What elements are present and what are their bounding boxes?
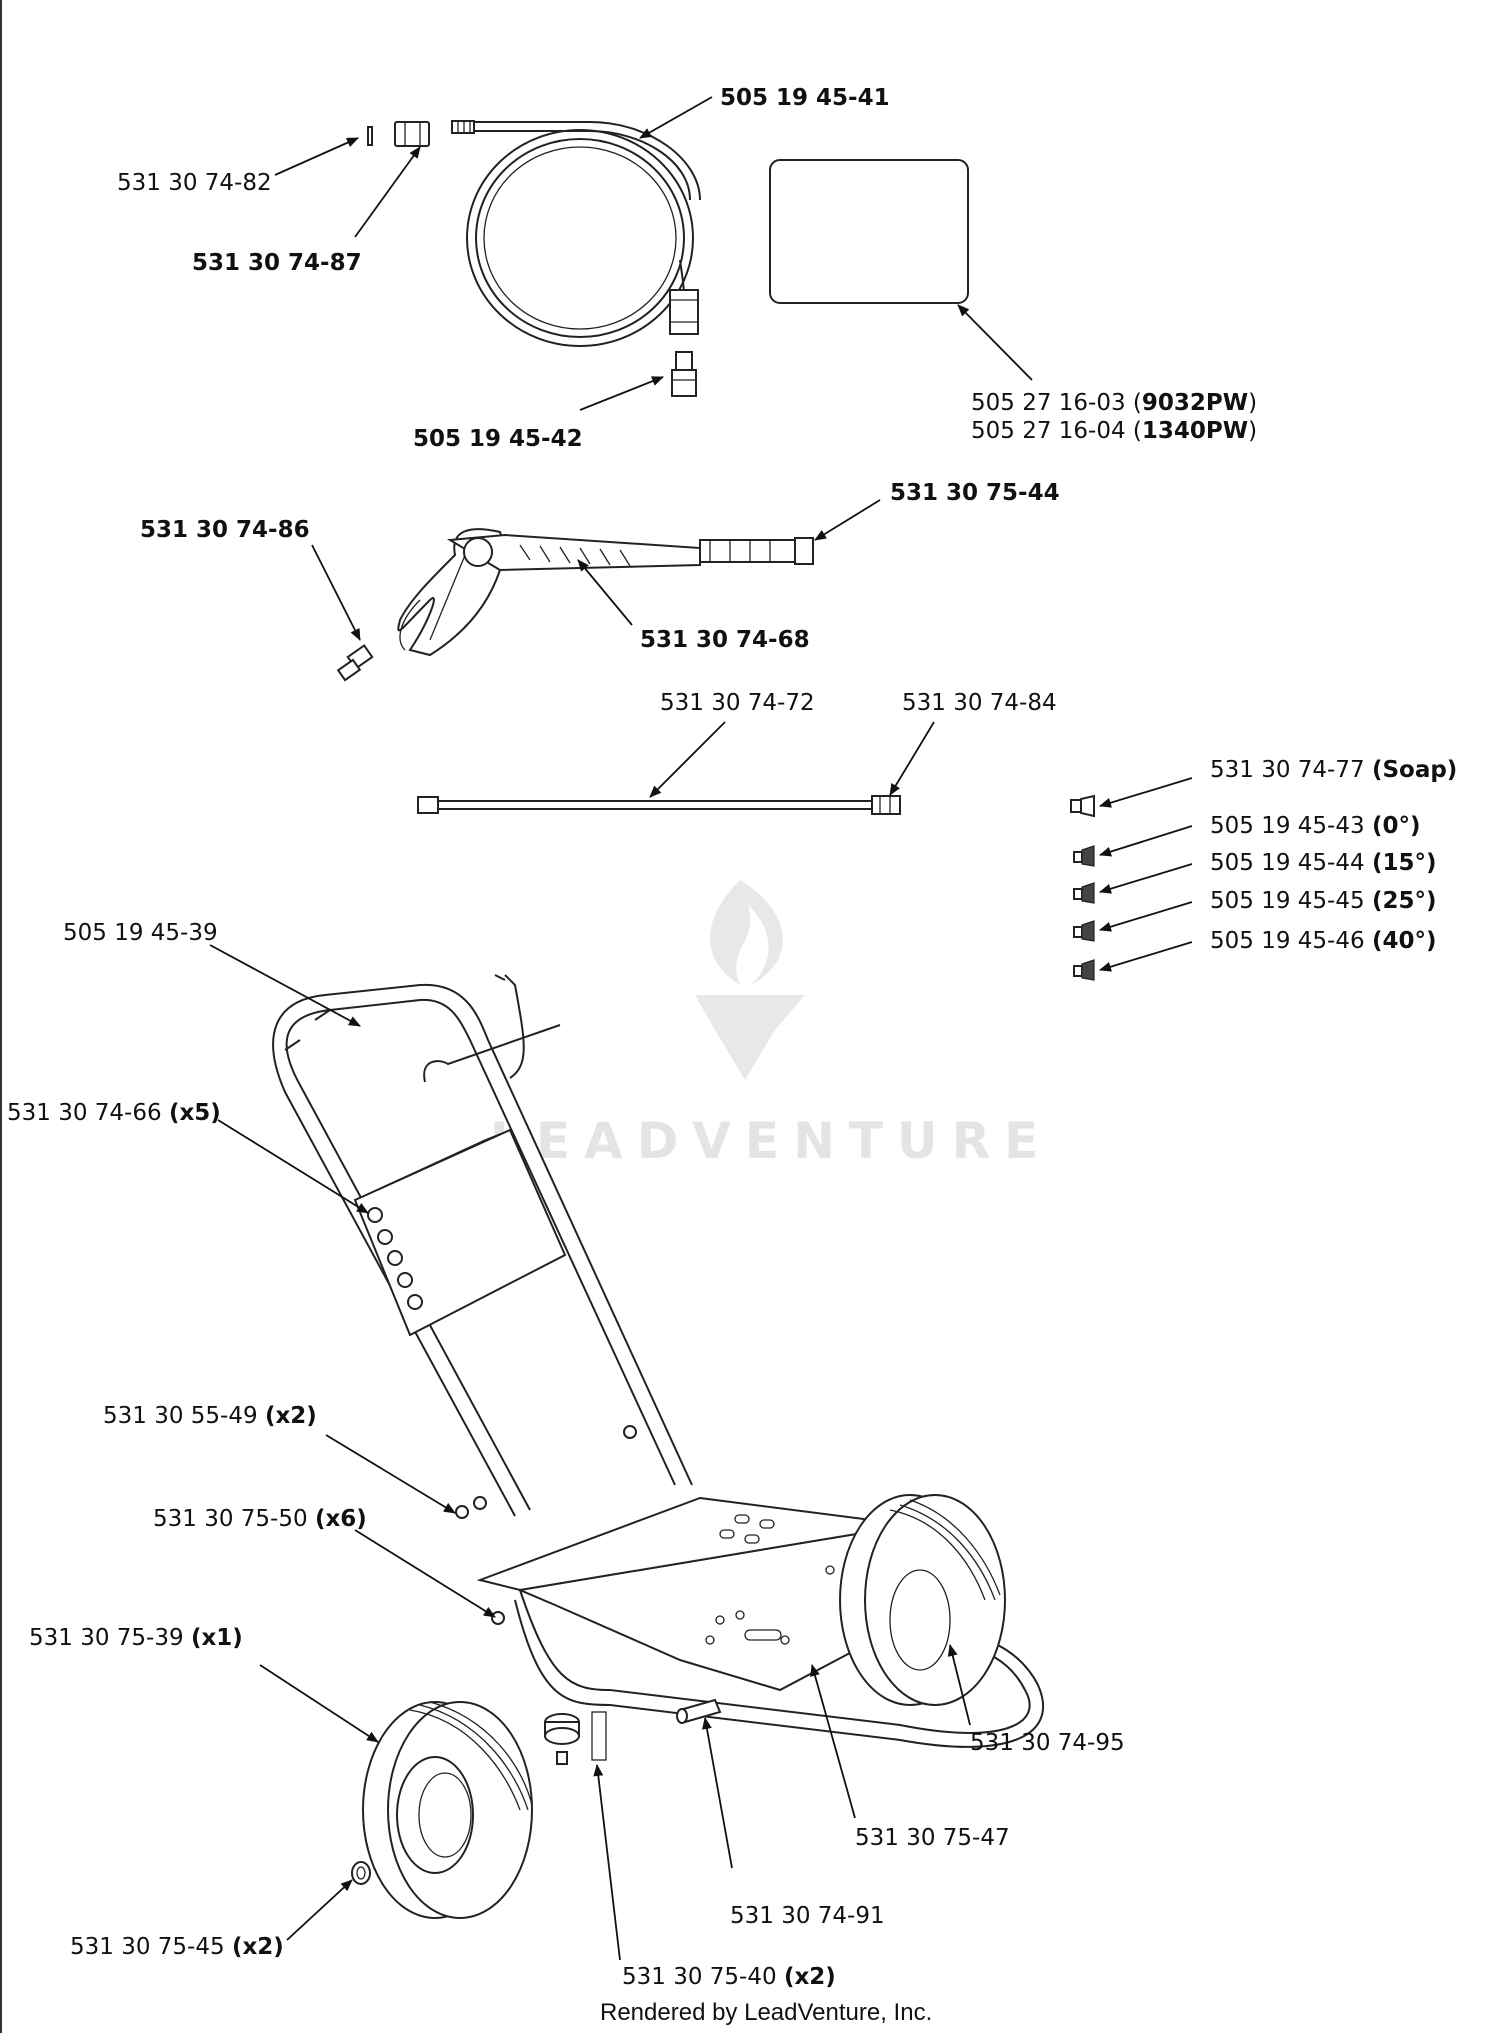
label-handle: 505 19 45-39 [63,920,218,946]
label-manual-9032: 505 27 16-03 (9032PW) [971,390,1257,416]
operator-manual [769,159,969,304]
nozzle-25-part [1073,920,1095,942]
label-gun-plug: 531 30 74-86 [140,517,310,543]
label-grommet: 531 30 74-66 (x5) [7,1100,221,1126]
hose-illustration [451,120,701,347]
gun-plug-part [336,644,374,682]
label-gun-nut: 531 30 75-44 [890,480,1060,506]
spray-gun-illustration [397,528,814,657]
label-wheel: 531 30 75-39 (x1) [29,1625,243,1651]
coupler-part [394,121,430,147]
label-base: 531 30 75-47 [855,1825,1010,1851]
label-bolt: 531 30 55-49 (x2) [103,1403,317,1429]
rear-wheel-illustration [839,1494,1006,1706]
label-gun: 531 30 74-68 [640,627,810,653]
nozzle-soap-part [1070,794,1095,818]
nozzle-15-part [1073,882,1095,904]
label-nozzle-soap: 531 30 74-77 (Soap) [1210,757,1457,783]
hose-fitting-part [671,351,697,397]
label-nozzle-15: 505 19 45-44 (15°) [1210,850,1436,876]
watermark-text: LEADVENTURE [490,1112,1052,1170]
label-manual-1340: 505 27 16-04 (1340PW) [971,418,1257,444]
leader-lines [209,96,1193,1961]
label-oring: 531 30 74-82 [117,170,272,196]
footer-credit: Rendered by LeadVenture, Inc. [600,1999,932,2026]
oring-part [367,126,373,146]
label-hose: 505 19 45-41 [720,85,890,111]
label-coupler: 531 30 74-87 [192,250,362,276]
label-nozzle-0: 505 19 45-43 (0°) [1210,813,1420,839]
hubcap-part [351,1861,371,1885]
wand-coupler-part [871,795,901,815]
nozzle-40-part [1073,959,1095,981]
label-wand-coupler: 531 30 74-84 [902,690,1057,716]
rubber-foot-part [544,1711,607,1765]
label-wand: 531 30 74-72 [660,690,815,716]
label-hubcap: 531 30 75-45 (x2) [70,1934,284,1960]
label-pin: 531 30 74-91 [730,1903,885,1929]
label-foot: 531 30 75-40 (x2) [622,1964,836,1990]
wand-illustration [417,796,872,814]
label-nozzle-25: 505 19 45-45 (25°) [1210,888,1436,914]
label-hose-fitting: 505 19 45-42 [413,426,583,452]
label-axle: 531 30 74-95 [970,1730,1125,1756]
label-nozzle-40: 505 19 45-46 (40°) [1210,928,1436,954]
front-wheel-illustration [362,1701,533,1919]
nozzle-0-part [1073,845,1095,867]
watermark-logo: LEADVENTURE [490,880,1052,1170]
label-screw: 531 30 75-50 (x6) [153,1506,367,1532]
